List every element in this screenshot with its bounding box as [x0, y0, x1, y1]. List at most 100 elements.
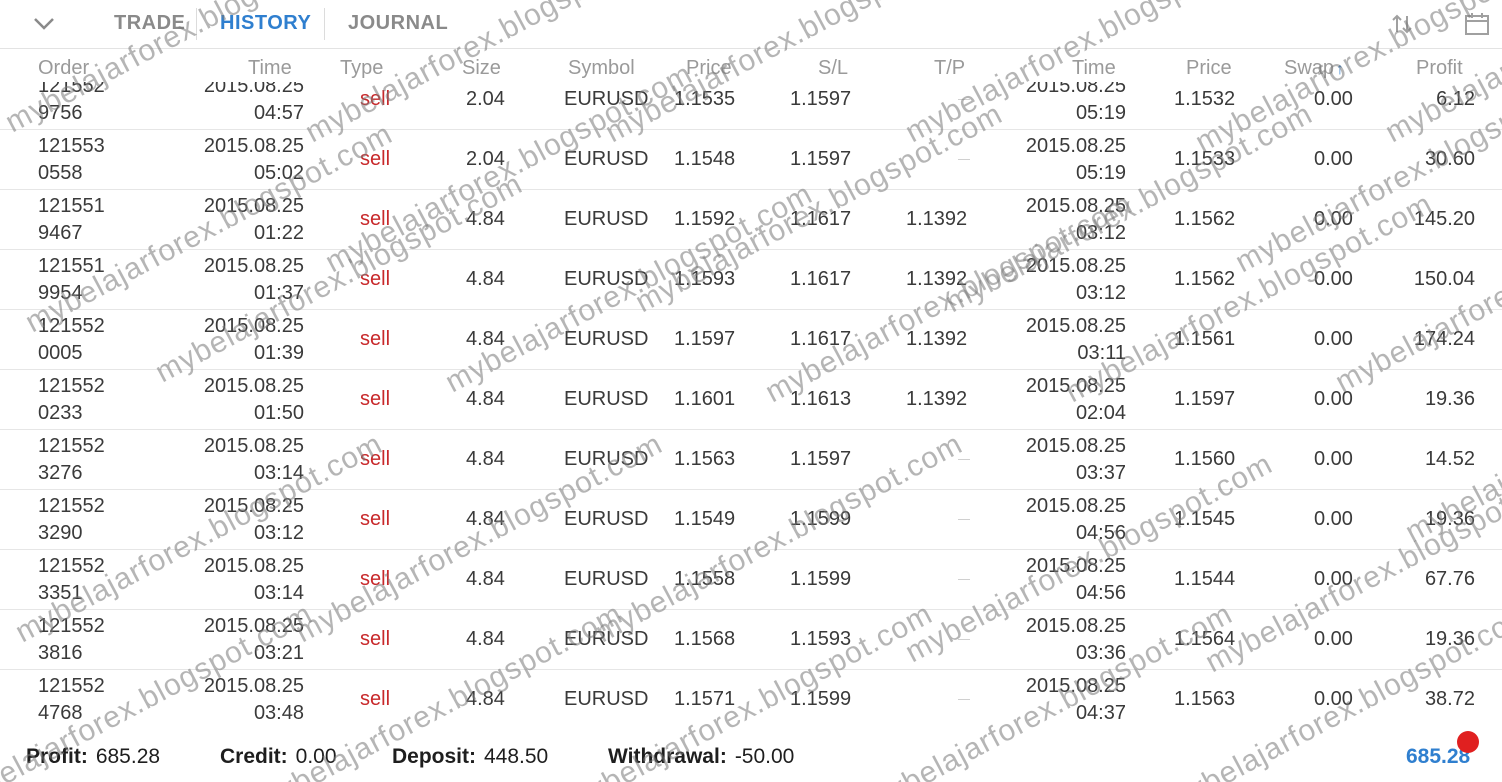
cell-profit: 67.76	[1424, 568, 1475, 590]
footer-profit-label: Profit:	[26, 745, 88, 768]
col-time[interactable]: Time	[248, 57, 292, 79]
cell-symbol: EURUSD	[564, 88, 649, 110]
cell-time-line: 2015.08.25	[203, 675, 304, 697]
cell-time-line: 2015.08.25	[203, 82, 304, 97]
cell-time-line: 04:57	[253, 102, 304, 124]
cell-size: 4.84	[466, 568, 505, 590]
tp-empty-dash	[958, 459, 970, 460]
cell-time-line: 01:37	[253, 282, 304, 304]
cell-profit: 30.60	[1424, 148, 1475, 170]
cell-close-price: 1.1561	[1174, 328, 1236, 350]
cell-close-time-line: 03:36	[1075, 642, 1126, 664]
cell-order-line: 3351	[38, 582, 83, 604]
cell-profit: 14.52	[1424, 448, 1475, 470]
cell-type: sell	[360, 148, 391, 170]
cell-tp: 1.1392	[906, 388, 968, 410]
cell-size: 4.84	[466, 388, 505, 410]
cell-close-price: 1.1563	[1174, 688, 1236, 710]
cell-swap: 0.00	[1314, 628, 1353, 650]
cell-profit: 38.72	[1424, 688, 1475, 710]
cell-profit: 174.24	[1413, 328, 1475, 350]
col-sl[interactable]: S/L	[818, 57, 849, 79]
footer-withdrawal: Withdrawal:-50.00	[608, 742, 794, 772]
tab-divider	[196, 8, 197, 40]
cell-sl: 1.1617	[790, 328, 852, 350]
cell-close-time-line: 2015.08.25	[1025, 555, 1126, 577]
col-type[interactable]: Type	[340, 57, 384, 79]
cell-tp: 1.1392	[906, 208, 968, 230]
col-close-price[interactable]: Price	[1186, 57, 1232, 79]
cell-profit: 19.36	[1424, 628, 1475, 650]
footer-total: 685.28	[1406, 745, 1471, 768]
cell-order-line: 3290	[38, 522, 83, 544]
col-tp[interactable]: T/P	[934, 57, 966, 79]
col-size[interactable]: Size	[462, 57, 501, 79]
cell-time-line: 01:39	[253, 342, 304, 364]
cell-sl: 1.1597	[790, 88, 852, 110]
tp-empty-dash	[958, 639, 970, 640]
cell-order-line: 3816	[38, 642, 83, 664]
sort-icon[interactable]	[1390, 12, 1414, 36]
cell-time-line: 03:14	[253, 582, 304, 604]
cell-time-line: 05:02	[253, 162, 304, 184]
cell-symbol: EURUSD	[564, 208, 649, 230]
col-price[interactable]: Price	[686, 57, 732, 79]
cell-price: 1.1592	[674, 208, 736, 230]
cell-size: 4.84	[466, 268, 505, 290]
cell-symbol: EURUSD	[564, 388, 649, 410]
col-symbol[interactable]: Symbol	[568, 57, 635, 79]
cell-sl: 1.1599	[790, 508, 852, 530]
cell-type: sell	[360, 568, 391, 590]
cell-order-line: 121552	[38, 615, 105, 637]
tp-empty-dash	[958, 159, 970, 160]
footer-deposit: Deposit:448.50	[392, 742, 548, 772]
col-swap[interactable]: Swap↑	[1284, 54, 1344, 82]
cell-price: 1.1593	[674, 268, 736, 290]
chevron-down-icon[interactable]	[30, 12, 58, 36]
col-profit[interactable]: Profit	[1416, 57, 1463, 79]
calendar-icon[interactable]	[1464, 12, 1489, 36]
cell-close-price: 1.1545	[1174, 508, 1236, 530]
cell-type: sell	[360, 88, 391, 110]
footer-withdrawal-label: Withdrawal:	[608, 745, 727, 768]
cell-price: 1.1535	[674, 88, 736, 110]
cell-time: 2015.08.25 05:02	[204, 133, 304, 187]
cell-type: sell	[360, 448, 391, 470]
cell-close-time-line: 2015.08.25	[1025, 255, 1126, 277]
tab-trade[interactable]: TRADE	[114, 12, 186, 34]
cell-order-line: 121552	[38, 375, 105, 397]
notification-dot-icon[interactable]	[1457, 731, 1479, 753]
cell-order-line: 121552	[38, 82, 105, 97]
cell-price: 1.1563	[674, 448, 736, 470]
cell-close-price: 1.1544	[1174, 568, 1236, 590]
cell-close-price: 1.1533	[1174, 148, 1236, 170]
cell-close-time-line: 03:11	[1077, 342, 1126, 364]
col-order[interactable]: Order	[38, 57, 90, 79]
cell-time-line: 2015.08.25	[203, 555, 304, 577]
table-header: Order Time Type Size Symbol Price S/L T/…	[0, 54, 1502, 82]
col-close-time[interactable]: Time	[1072, 57, 1116, 79]
cell-close-time-line: 2015.08.25	[1025, 615, 1126, 637]
cell-order-line: 0233	[38, 402, 83, 424]
tab-journal[interactable]: JOURNAL	[348, 12, 449, 34]
cell-time-line: 2015.08.25	[203, 375, 304, 397]
tab-history[interactable]: HISTORY	[220, 12, 312, 34]
cell-time-line: 2015.08.25	[203, 135, 304, 157]
